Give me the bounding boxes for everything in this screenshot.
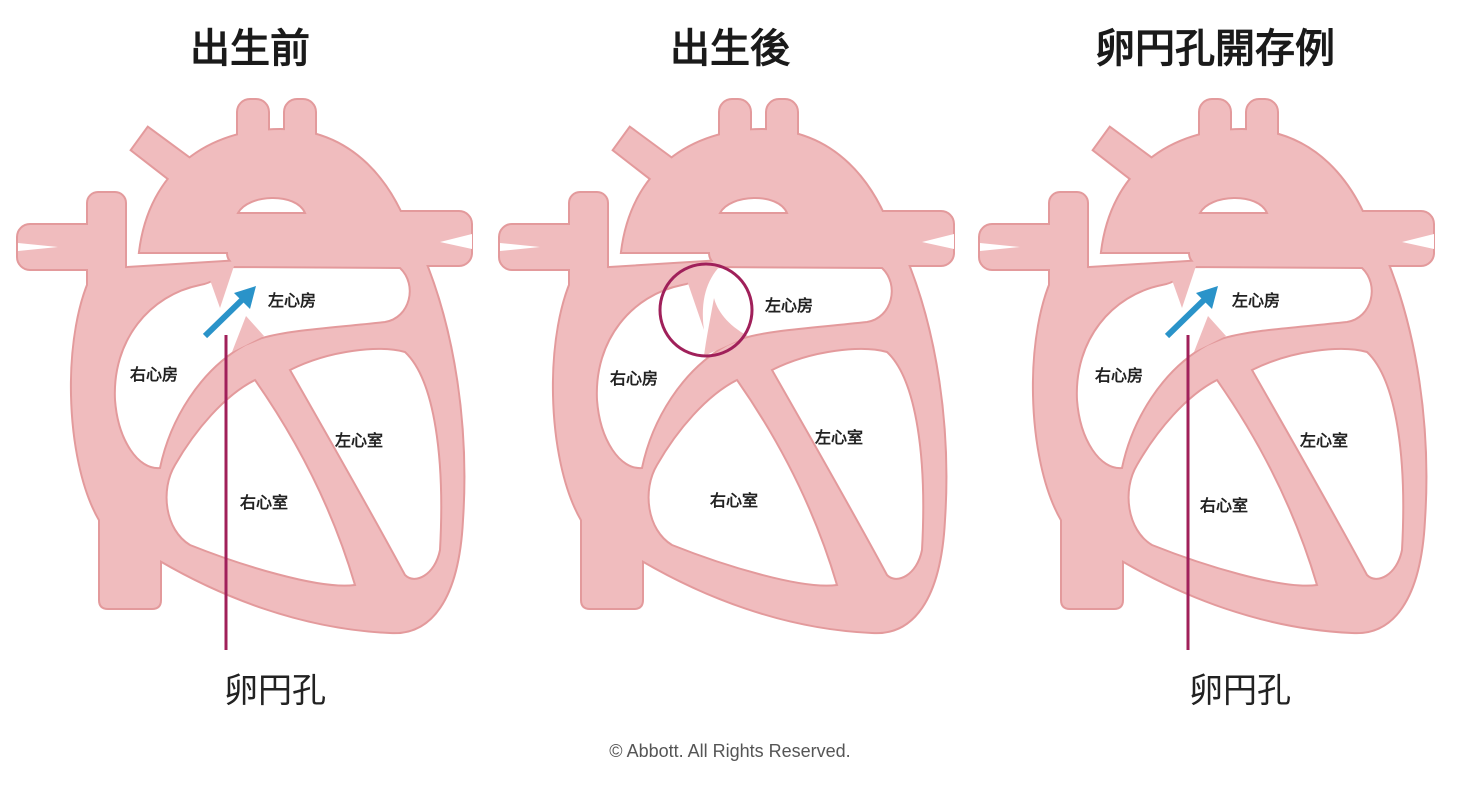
panel-patent-foramen-ovale: 卵円孔開存例 左心房 右心房 左心室 右心室 卵円孔 bbox=[980, 26, 1434, 711]
label-right-atrium: 右心房 bbox=[130, 365, 178, 384]
closed-septum bbox=[682, 266, 748, 356]
label-foramen-ovale: 卵円孔 bbox=[1189, 671, 1291, 711]
panel-after-birth: 出生後 左心房 右心房 左心室 右心室 bbox=[500, 26, 954, 632]
label-right-ventricle: 右心室 bbox=[710, 491, 758, 510]
highlight-circle bbox=[658, 262, 754, 358]
label-foramen-ovale: 卵円孔 bbox=[224, 671, 326, 711]
label-right-atrium: 右心房 bbox=[610, 369, 658, 388]
panel-title: 出生前 bbox=[190, 26, 310, 72]
label-right-ventricle: 右心室 bbox=[240, 493, 288, 512]
label-right-atrium: 右心房 bbox=[1095, 366, 1143, 385]
label-left-atrium: 左心房 bbox=[267, 291, 316, 310]
label-left-ventricle: 左心室 bbox=[1299, 431, 1348, 450]
panel-before-birth: 出生前 左心房 右心房 左心室 右心室 卵円孔 bbox=[18, 26, 472, 711]
label-left-atrium: 左心房 bbox=[1231, 291, 1280, 310]
panel-title: 出生後 bbox=[670, 26, 791, 72]
heart-illustration bbox=[980, 100, 1434, 632]
copyright-notice: © Abbott. All Rights Reserved. bbox=[609, 741, 850, 761]
label-left-ventricle: 左心室 bbox=[334, 431, 383, 450]
label-right-ventricle: 右心室 bbox=[1200, 496, 1248, 515]
label-left-ventricle: 左心室 bbox=[814, 428, 863, 447]
panel-title: 卵円孔開存例 bbox=[1095, 26, 1335, 72]
label-left-atrium: 左心房 bbox=[764, 296, 813, 315]
heart-illustration bbox=[18, 100, 472, 632]
heart-illustration bbox=[500, 100, 954, 632]
